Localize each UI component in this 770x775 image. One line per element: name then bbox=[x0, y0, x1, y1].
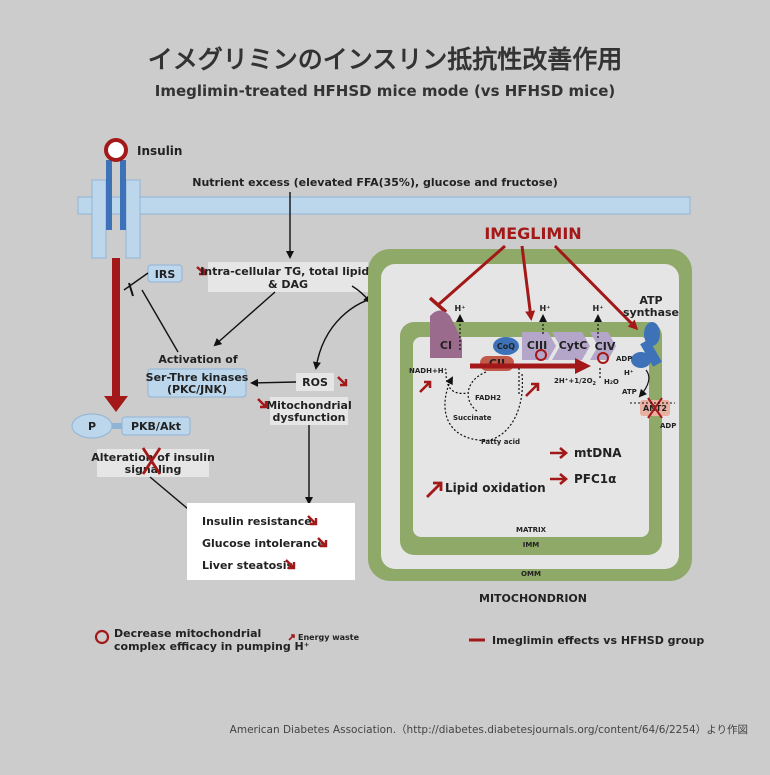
lipid-oxidation-label: Lipid oxidation bbox=[445, 481, 546, 495]
legend-decrease-label-1: Decrease mitochondrial bbox=[114, 627, 261, 640]
pkb-akt-box bbox=[121, 416, 191, 436]
water-equation-label: 2H⁺+1/2O2 bbox=[554, 377, 597, 387]
arrow-tg-to-kinases bbox=[213, 291, 276, 347]
insulin-resistance-label: Insulin resistance bbox=[202, 515, 312, 528]
coq-label: CoQ bbox=[497, 342, 515, 351]
h2o-label: H₂O bbox=[604, 378, 619, 386]
cytc-label: CytC bbox=[559, 339, 588, 352]
decrease-efficacy-legend-icon bbox=[94, 629, 110, 645]
alteration-cross-icon bbox=[141, 447, 162, 475]
lipid-oxidation-increase-icon bbox=[426, 481, 443, 498]
coq-oval bbox=[493, 337, 519, 355]
ser-thre-label-2: (PKC/JNK) bbox=[167, 383, 227, 396]
source-citation: American Diabetes Association.（http://di… bbox=[230, 724, 748, 736]
complex-iv-shape bbox=[590, 332, 616, 360]
intracellular-tg-box bbox=[208, 262, 368, 292]
insulin-receptor bbox=[91, 138, 141, 259]
activation-of-label: Activation of bbox=[158, 353, 237, 366]
civ-h-plus: H⁺ bbox=[593, 304, 604, 313]
imeglimin-to-atp-synthase bbox=[553, 244, 639, 331]
pfc1a-label: PFC1α bbox=[574, 472, 616, 486]
ci-h-plus: H⁺ bbox=[455, 304, 466, 313]
mtdna-increase-icon bbox=[550, 447, 569, 459]
page-title: イメグリミンのインスリン抵抗性改善作用 bbox=[148, 45, 623, 74]
liver-steatosis-label: Liver steatosis bbox=[202, 559, 293, 572]
matrix-label: MATRIX bbox=[516, 526, 547, 534]
intracellular-tg-label-1: Intra-cellular TG, total lipids bbox=[200, 265, 376, 278]
ser-thre-label-1: Ser-Thre kinases bbox=[146, 371, 249, 384]
imeglimin-to-ciii bbox=[520, 245, 536, 321]
insulin-label: Insulin bbox=[137, 144, 182, 158]
complex-iii-shape bbox=[522, 332, 556, 360]
page-subtitle: Imeglimin-treated HFHSD mice mode (vs HF… bbox=[155, 82, 616, 100]
legend-energy-waste-label: Energy waste bbox=[298, 633, 360, 642]
nutrient-excess-label: Nutrient excess (elevated FFA(35%), gluc… bbox=[192, 176, 558, 189]
liver-steatosis-decrease-icon bbox=[285, 559, 296, 570]
tg-increase-icon bbox=[196, 266, 207, 276]
mtdna-label: mtDNA bbox=[574, 446, 622, 460]
civ-decrease-efficacy-icon bbox=[597, 352, 609, 364]
arrow-ros-to-kinases bbox=[250, 378, 297, 387]
mito-dysfunction-label-1: Mitochondrial bbox=[266, 399, 352, 412]
p-label: P bbox=[88, 420, 96, 433]
ros-label: ROS bbox=[302, 376, 328, 389]
omm-label: OMM bbox=[521, 570, 541, 578]
imeglimin-inhibits-ci bbox=[437, 244, 506, 307]
mito-dysfunction-box bbox=[270, 397, 348, 425]
ser-thre-kinases-box bbox=[147, 368, 247, 398]
h-plus-matrix: H⁺ bbox=[624, 369, 634, 377]
arrow-kinases-to-irs bbox=[141, 289, 179, 353]
alteration-label-2: signaling bbox=[125, 463, 182, 476]
cytc-shape bbox=[552, 332, 590, 360]
atp-synthase-label-2: synthase bbox=[623, 306, 679, 319]
ci-label: CI bbox=[440, 339, 452, 352]
intracellular-tg-label-2: & DAG bbox=[268, 278, 308, 291]
glucose-intolerance-label: Glucose intolerance bbox=[202, 537, 325, 550]
glucose-intolerance-decrease-icon bbox=[317, 537, 328, 548]
complex-i-shape bbox=[430, 310, 462, 358]
ciii-label: CIII bbox=[527, 339, 547, 352]
irs-inhibition-line bbox=[123, 272, 149, 291]
arrow-alteration-to-outcomes bbox=[149, 476, 196, 516]
ciii-decrease-efficacy-icon bbox=[535, 349, 547, 361]
cell-membrane bbox=[77, 196, 691, 215]
fatty-acid-flow-dotted bbox=[444, 373, 523, 442]
imm-label: IMM bbox=[523, 541, 540, 549]
energy-waste-increase-icon bbox=[288, 634, 295, 641]
succinate-label: Succinate bbox=[453, 414, 492, 422]
legend-imeglimin-effects-label: Imeglimin effects vs HFHSD group bbox=[492, 634, 704, 647]
atp-synthase-label-1: ATP bbox=[639, 294, 662, 307]
mito-dysfunction-decrease-icon bbox=[257, 398, 268, 409]
fatty-acid-label: Fatty acid bbox=[481, 438, 520, 446]
atp-label: ATP bbox=[622, 388, 637, 396]
atp-cycle-arrow bbox=[638, 369, 650, 398]
imeglimin-label: IMEGLIMIN bbox=[484, 224, 581, 243]
ros-decrease-icon bbox=[337, 376, 348, 387]
pfc1a-increase-icon bbox=[550, 473, 569, 485]
fadh2-label: FADH2 bbox=[475, 394, 501, 402]
adp-label-civ: ADP bbox=[616, 355, 632, 363]
insulin-molecule-icon bbox=[104, 138, 128, 162]
atp-synthase-shape bbox=[631, 322, 662, 368]
succinate-flow-dotted bbox=[467, 371, 487, 413]
adp-label-ant2: ADP bbox=[660, 422, 676, 430]
insulin-resistance-decrease-icon bbox=[307, 515, 318, 526]
irs-label: IRS bbox=[155, 268, 176, 281]
nadh-increase-icon bbox=[419, 380, 432, 393]
complex-increase-icon bbox=[525, 382, 540, 397]
mitochondrion-label: MITOCHONDRION bbox=[479, 592, 587, 605]
mito-dysfunction-label-2: dysfunction bbox=[273, 411, 346, 424]
civ-label: CIV bbox=[595, 340, 616, 353]
pkb-akt-label: PKB/Akt bbox=[131, 420, 181, 433]
nadh-flow-dotted bbox=[445, 371, 469, 395]
ant2-cross-icon bbox=[647, 397, 663, 419]
ros-box bbox=[296, 373, 334, 391]
mitochondrion-matrix bbox=[413, 337, 649, 537]
legend-decrease-label-2: complex efficacy in pumping H⁺ bbox=[114, 640, 310, 653]
nadh-label: NADH+H⁺ bbox=[409, 367, 448, 375]
ciii-h-plus: H⁺ bbox=[540, 304, 551, 313]
